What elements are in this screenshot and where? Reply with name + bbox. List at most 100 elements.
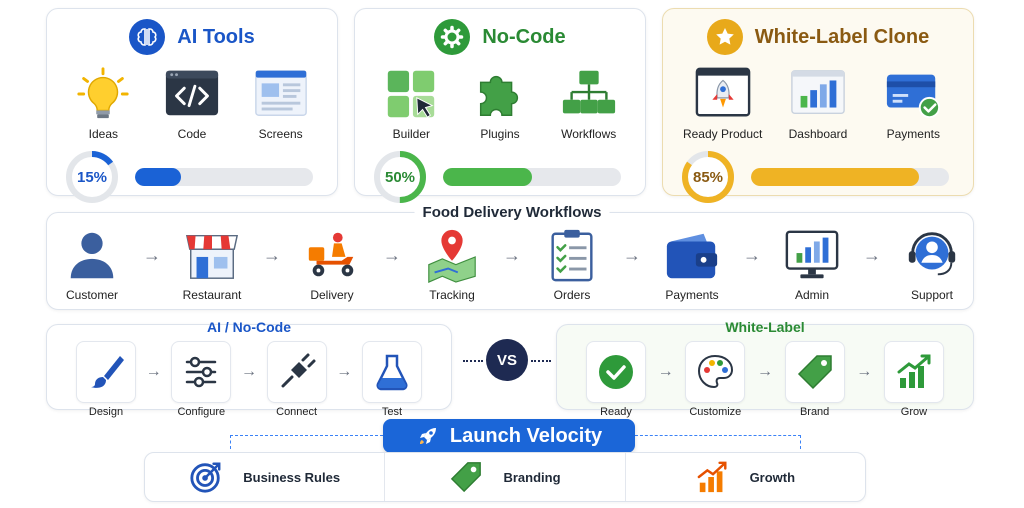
no-code-header: No-Code: [355, 19, 645, 55]
monitor-chart-icon: [785, 230, 839, 279]
arrow-icon: →: [863, 244, 881, 265]
step-brand[interactable]: Brand: [784, 341, 846, 418]
vs-badge: VS: [486, 339, 528, 381]
growth-chart-icon: [697, 461, 727, 493]
tool-label: Code: [177, 127, 207, 141]
tool-builder[interactable]: Builder: [367, 65, 456, 141]
step-label: Restaurant: [182, 288, 242, 302]
progress-percent: 85%: [692, 168, 724, 186]
tool-code[interactable]: Code: [148, 65, 237, 141]
user-icon: [70, 232, 114, 279]
step-label: Connect: [276, 406, 318, 418]
step-label: Delivery: [310, 288, 354, 302]
tool-label: Payments: [886, 127, 940, 141]
outcome-label: Growth: [749, 469, 796, 485]
tool-label: Builder: [392, 127, 431, 141]
arrow-icon: →: [503, 244, 521, 265]
target-icon: [190, 462, 221, 493]
step-orders[interactable]: Orders: [530, 226, 614, 302]
org-chart-icon: [562, 70, 615, 114]
white-label-clone-header: White-Label Clone: [663, 19, 973, 55]
step-label: Configure: [177, 406, 226, 418]
step-customer[interactable]: Customer: [50, 226, 134, 302]
step-restaurant[interactable]: Restaurant: [170, 226, 254, 302]
step-label: Ready: [600, 406, 632, 418]
storefront-icon: [185, 234, 239, 279]
lightbulb-icon: [77, 67, 129, 119]
tool-plugins[interactable]: Plugins: [456, 65, 545, 141]
outcome-growth[interactable]: Growth: [624, 453, 865, 501]
step-ready[interactable]: Ready: [585, 341, 647, 418]
outcome-branding[interactable]: Branding: [384, 453, 624, 501]
step-admin[interactable]: Admin: [770, 226, 854, 302]
outcome-label: Branding: [503, 469, 561, 485]
plug-icon: [281, 353, 316, 388]
tool-ready-product[interactable]: Ready Product: [678, 65, 768, 141]
brain-icon: [129, 19, 166, 55]
sliders-icon: [186, 356, 217, 388]
step-grow[interactable]: Grow: [883, 341, 945, 418]
outcome-business-rules[interactable]: Business Rules: [145, 453, 384, 501]
grid-cursor-icon: [388, 70, 435, 118]
arrow-icon: →: [383, 244, 401, 265]
code-icon: [165, 70, 219, 116]
step-label: Tracking: [429, 288, 475, 302]
step-support[interactable]: Support: [890, 226, 974, 302]
screen-icon: [254, 70, 307, 116]
tool-screens[interactable]: Screens: [236, 65, 325, 141]
tool-workflows[interactable]: Workflows: [544, 65, 633, 141]
rocket-icon: [695, 67, 750, 117]
dotted-connector: [531, 360, 551, 362]
ai-no-code-panel: AI / No-Code Design → Configure → Connec…: [46, 319, 452, 418]
tool-label: Ideas: [88, 127, 119, 141]
progress-indicator: 50%: [373, 149, 627, 205]
arrow-icon: →: [145, 363, 162, 380]
arrow-icon: →: [657, 363, 674, 380]
step-payments[interactable]: Payments: [650, 226, 734, 302]
progress-indicator: 15%: [65, 149, 319, 205]
step-label: Grow: [900, 406, 928, 418]
step-tracking[interactable]: Tracking: [410, 226, 494, 302]
step-label: Support: [910, 288, 954, 302]
panel-title: No-Code: [482, 25, 566, 48]
tool-dashboard[interactable]: Dashboard: [773, 65, 863, 141]
rocket-icon: [419, 428, 436, 444]
progress-percent: 50%: [384, 168, 416, 186]
step-design[interactable]: Design: [75, 341, 137, 418]
tool-label: Workflows: [561, 127, 617, 141]
step-connect[interactable]: Connect: [266, 341, 328, 418]
progress-fill: [751, 168, 920, 186]
arrow-icon: →: [263, 244, 281, 265]
arrow-icon: →: [756, 363, 773, 380]
step-label: Admin: [794, 288, 829, 302]
tag-icon: [797, 355, 832, 390]
step-test[interactable]: Test: [361, 341, 423, 418]
workflow-steps: Customer → Restaurant → Delivery → Track…: [50, 226, 974, 302]
step-label: Customize: [689, 406, 742, 418]
tool-label: Ready Product: [682, 127, 763, 141]
step-customize[interactable]: Customize: [684, 341, 746, 418]
scooter-icon: [308, 232, 354, 277]
step-label: Design: [88, 406, 124, 418]
step-label: Payments: [665, 288, 719, 302]
workflow-title: Food Delivery Workflows: [414, 204, 610, 221]
arrow-icon: →: [240, 363, 257, 380]
tool-payments[interactable]: Payments: [868, 65, 958, 141]
outcomes-bar: Business Rules Branding Growth: [144, 452, 866, 502]
launch-velocity-label: Launch Velocity: [449, 424, 603, 447]
step-configure[interactable]: Configure: [170, 341, 232, 418]
tool-ideas[interactable]: Ideas: [59, 65, 148, 141]
arrow-icon: →: [856, 363, 873, 380]
ai-tools-header: AI Tools: [47, 19, 337, 55]
progress-ring: 85%: [681, 150, 735, 204]
no-code-panel: No-Code Builder Plugins Workflows 50%: [354, 8, 646, 203]
step-label: Brand: [799, 406, 830, 418]
white-label-panel: White-Label Ready → Customize → Brand → …: [556, 319, 974, 418]
palette-icon: [698, 354, 734, 389]
tool-label: Plugins: [480, 127, 520, 141]
step-delivery[interactable]: Delivery: [290, 226, 374, 302]
headset-agent-icon: [908, 232, 956, 276]
arrow-icon: →: [743, 244, 761, 265]
step-label: Test: [381, 406, 403, 418]
dotted-connector: [463, 360, 483, 362]
